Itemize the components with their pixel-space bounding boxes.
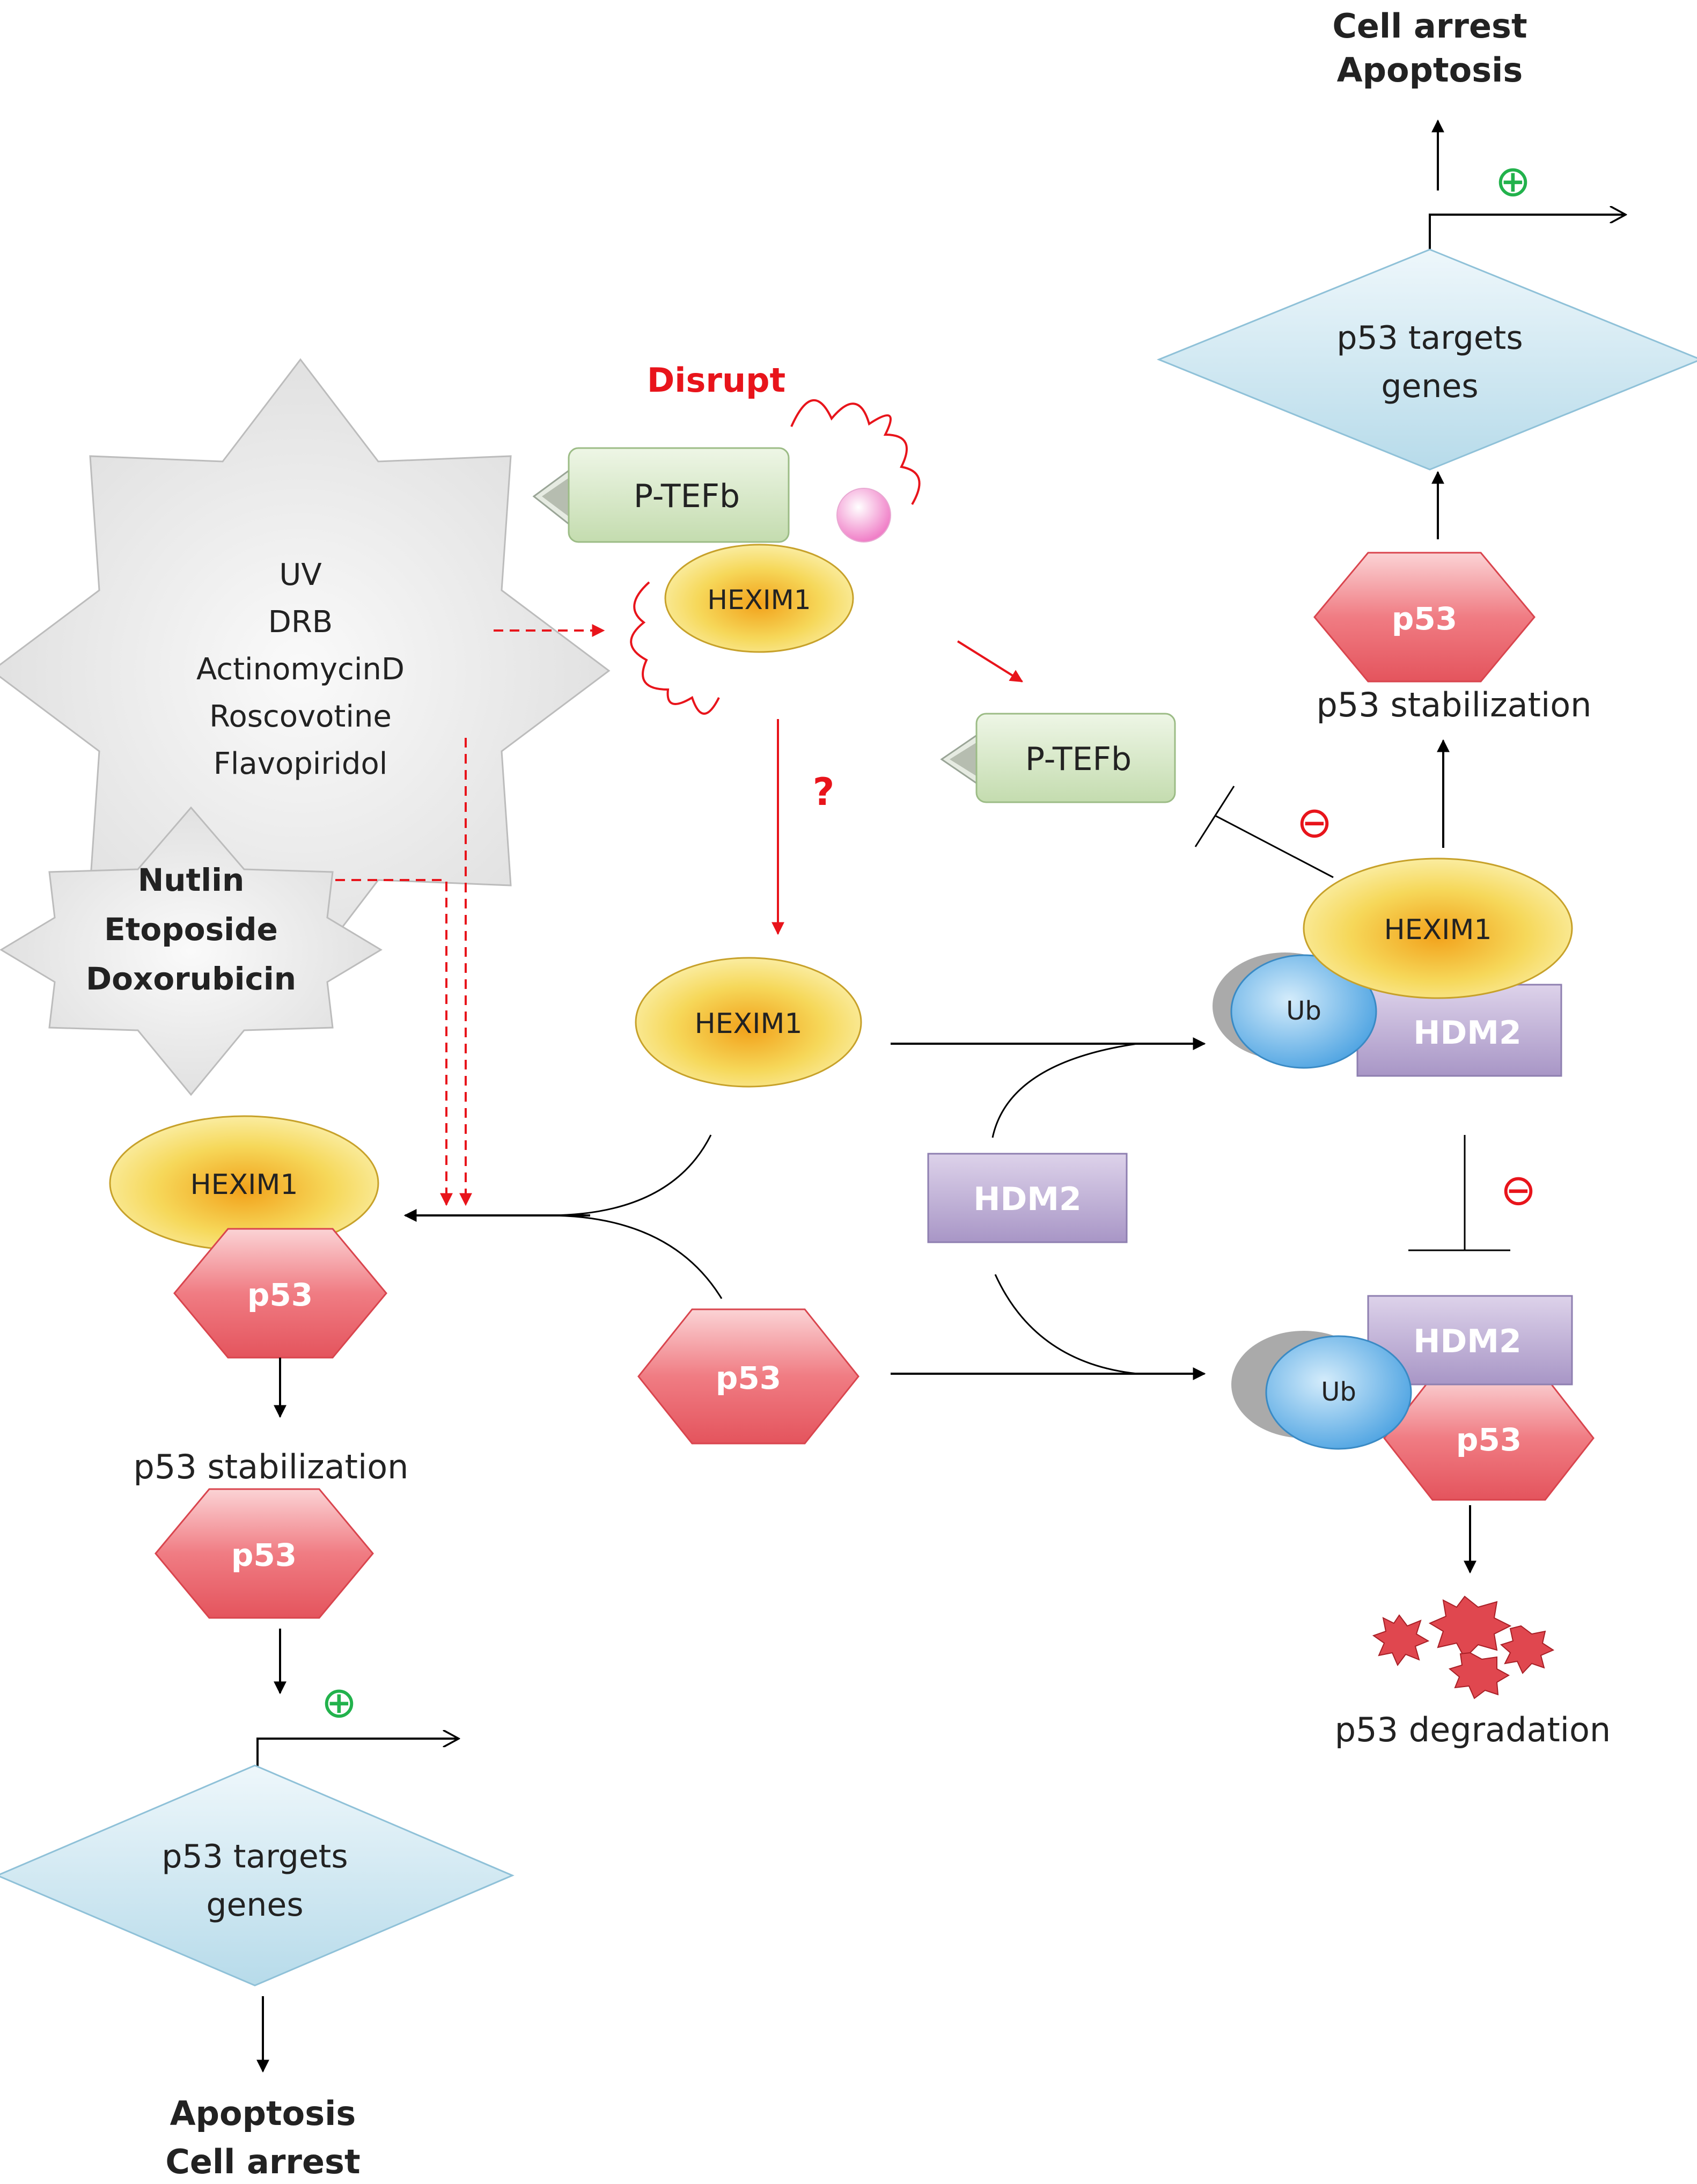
right-hexim1-hdm2-complex: HDM2 Ub HEXIM1 (1213, 858, 1573, 1077)
left-outcome-line2: Cell arrest (165, 2142, 360, 2181)
stimuli-group-1-star: UV DRB ActinomycinD Roscovotine Flavopir… (0, 358, 611, 984)
inhibit-ptefb-bar (1194, 786, 1235, 847)
targets-left-line1: p53 targets (161, 1838, 348, 1875)
p53-right-stabilized: p53 (1313, 552, 1536, 683)
hdm2-middle: HDM2 (927, 1153, 1128, 1243)
stimulus-flavopiridol: Flavopiridol (214, 746, 388, 781)
left-outcome-line1: Apoptosis (170, 2094, 356, 2133)
p53-left-stabilized: p53 (155, 1488, 374, 1619)
stimulus-drb: DRB (268, 605, 333, 640)
minus-ptefb: ⊖ (1296, 797, 1332, 847)
ptefb-label-free: P-TEFb (1025, 741, 1132, 778)
hexim1-top: HEXIM1 (664, 544, 854, 653)
ptefb-label-top: P-TEFb (634, 478, 740, 515)
stimulus-uv: UV (279, 558, 321, 592)
plus-left: ⊕ (321, 1677, 357, 1727)
curve-p53-join-left (547, 1214, 723, 1299)
targets-diamond-right: p53 targets genes (1157, 248, 1697, 471)
p53-label-right-complex: p53 (1456, 1421, 1522, 1458)
p53-label-left-complex: p53 (247, 1277, 313, 1313)
stimuli-star-shape-2 (0, 806, 383, 1096)
inhibit-ptefb-line (1215, 815, 1334, 878)
stimulus-actinomycind: ActinomycinD (196, 652, 405, 687)
curve-hexim1-join-left (547, 1134, 712, 1216)
ub-label-right-top: Ub (1286, 996, 1321, 1026)
right-outcome-line2: Apoptosis (1337, 50, 1523, 90)
p53-stabilization-left: p53 stabilization (134, 1447, 409, 1486)
question-mark: ? (813, 770, 835, 814)
disrupt-burst-bottom (630, 581, 720, 715)
p53-label-right-stabilized: p53 (1392, 600, 1457, 637)
minus-degradation: ⊖ (1500, 1165, 1536, 1215)
stimulus-roscovotine: Roscovotine (209, 699, 392, 734)
promoter-arrow-right (1429, 215, 1626, 255)
phospho-dot (836, 488, 891, 543)
targets-right-line2: genes (1381, 368, 1478, 405)
plus-right: ⊕ (1495, 156, 1531, 206)
p53-degradation-label: p53 degradation (1335, 1710, 1611, 1749)
ptefb-free: P-TEFb (940, 713, 1176, 803)
ptefb-complex-top: P-TEFb (532, 447, 790, 543)
stimuli-group-2-star: Nutlin Etoposide Doxorubicin (0, 806, 383, 1096)
stimulus-etoposide: Etoposide (104, 911, 278, 948)
dashed-stimuli2-down (335, 879, 453, 1206)
p53-label-middle: p53 (716, 1360, 781, 1396)
disrupt-burst-top (790, 399, 921, 505)
right-hdm2-p53-complex: p53 HDM2 Ub (1231, 1295, 1595, 1501)
ub-label-right-bottom: Ub (1321, 1377, 1356, 1407)
stimulus-nutlin: Nutlin (138, 862, 245, 898)
hexim1-label-right: HEXIM1 (1384, 914, 1492, 946)
p53-stabilization-right: p53 stabilization (1317, 685, 1592, 724)
hexim1-label-top: HEXIM1 (707, 584, 811, 615)
p53-label-left-stabilized: p53 (231, 1537, 297, 1573)
stimulus-doxorubicin: Doxorubicin (86, 961, 296, 997)
curve-hdm2-join-bottom (994, 1274, 1138, 1375)
hexim1-label-left: HEXIM1 (190, 1169, 298, 1201)
curve-hdm2-join-top (991, 1043, 1138, 1138)
hexim1-middle: HEXIM1 (635, 957, 862, 1088)
targets-left-line2: genes (206, 1886, 303, 1924)
targets-diamond-left: p53 targets genes (0, 1764, 515, 1987)
p53-middle: p53 (637, 1308, 859, 1445)
arrow-release-ptefb (957, 640, 1024, 683)
left-hexim1-p53-complex: HEXIM1 p53 (109, 1115, 387, 1359)
hdm2-label-right-bottom: HDM2 (1413, 1323, 1521, 1360)
hexim1-label-middle: HEXIM1 (695, 1008, 803, 1040)
hdm2-label-middle: HDM2 (973, 1181, 1081, 1218)
hdm2-label-right-top: HDM2 (1413, 1014, 1521, 1052)
right-outcome-line1: Cell arrest (1332, 6, 1527, 46)
degraded-p53-fragments-icon (1372, 1595, 1555, 1699)
targets-right-line1: p53 targets (1336, 319, 1523, 357)
disrupt-label: Disrupt (647, 361, 785, 400)
